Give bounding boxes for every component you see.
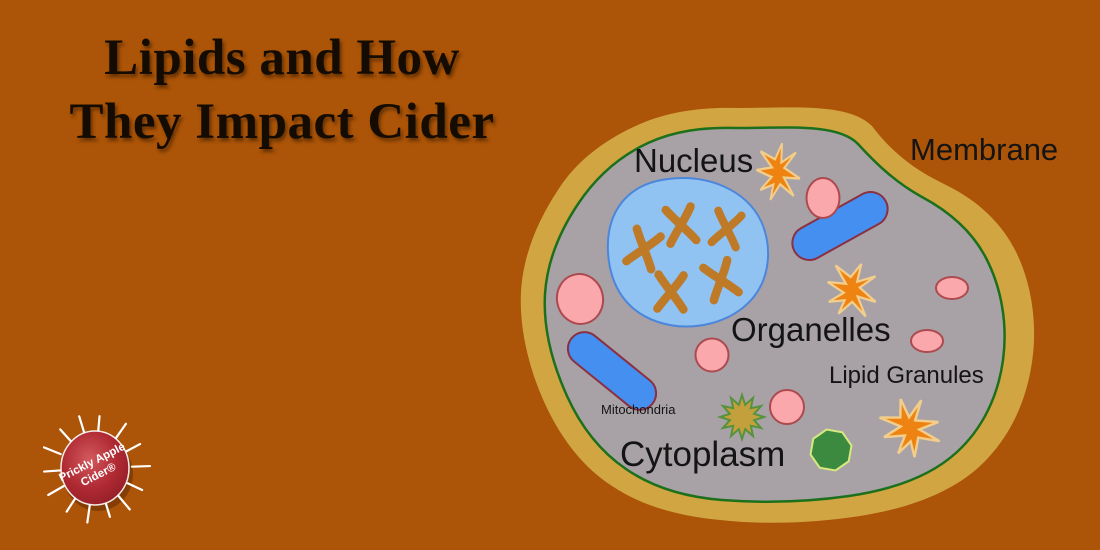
organelle-shape (935, 276, 969, 300)
slide-title: Lipids and How They Impact Cider (12, 26, 552, 154)
chromosomes (622, 202, 746, 314)
label-lipid-granules: Lipid Granules (829, 362, 984, 389)
chromosome-icon (707, 206, 746, 252)
vacuole-shape (809, 428, 853, 472)
apple-body (60, 430, 130, 506)
apple-prickles (42, 415, 152, 524)
organelle-shape (910, 329, 944, 353)
mitochondrion-shape (566, 331, 658, 411)
chromosome-icon (661, 202, 701, 248)
lipid-granule-icon (827, 263, 877, 318)
organelle-shape (805, 177, 841, 219)
label-nucleus: Nucleus (634, 142, 754, 179)
slide-title-line1: Lipids and How (104, 30, 460, 86)
label-mitochondria: Mitochondria (601, 402, 676, 417)
label-membrane: Membrane (910, 132, 1059, 167)
organelle-shape (694, 337, 730, 373)
star-organelle-icon (716, 391, 768, 443)
label-organelles: Organelles (731, 311, 891, 348)
lipid-granule-shapes (756, 142, 941, 458)
organelle-shape (769, 389, 805, 425)
slide-title-line2: They Impact Cider (69, 94, 495, 150)
lipid-granule-icon (756, 142, 801, 201)
lipid-granule-icon (879, 398, 941, 458)
chromosome-icon (653, 270, 688, 314)
apple-logo: Prickly Apple Cider® (42, 415, 152, 524)
chromosome-icon (622, 224, 665, 274)
organelle-shapes (555, 177, 969, 425)
chromosome-icon (699, 255, 743, 305)
organelle-shape (555, 273, 605, 325)
label-cytoplasm: Cytoplasm (620, 435, 786, 474)
